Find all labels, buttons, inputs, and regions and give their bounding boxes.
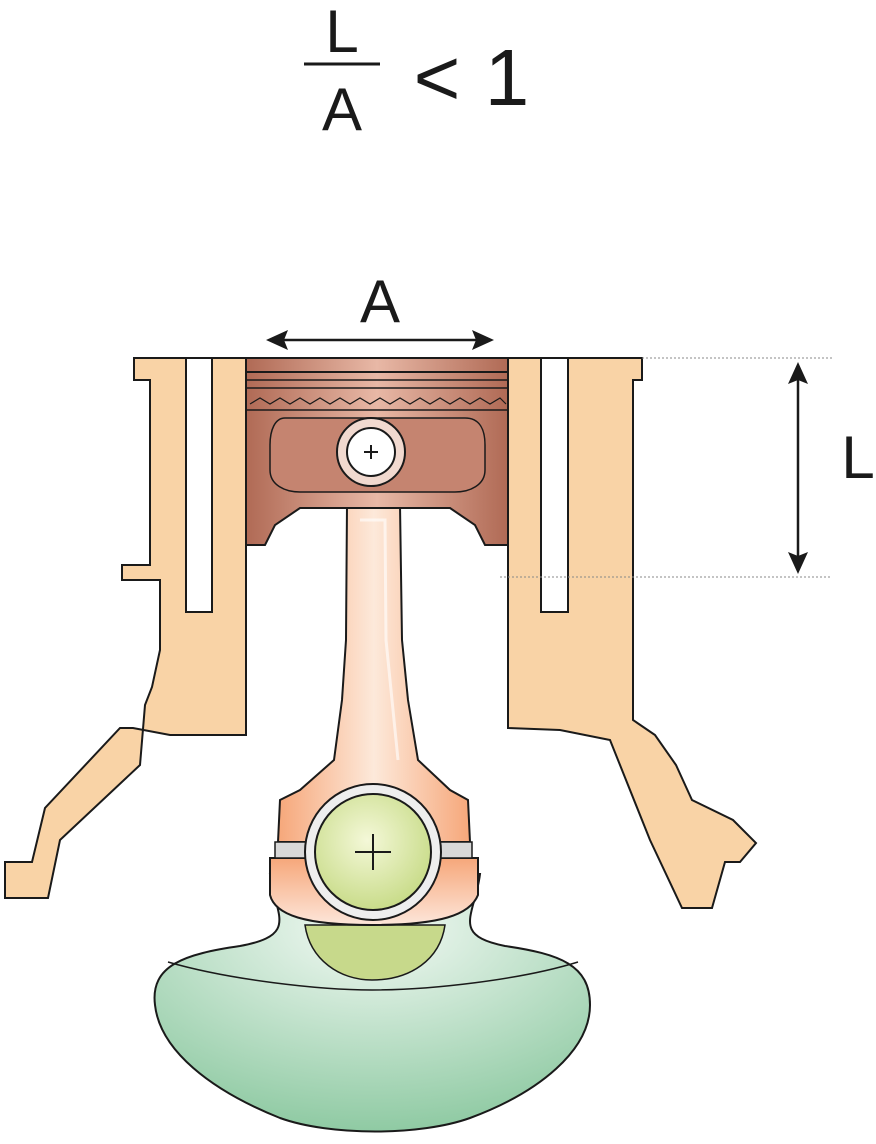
bore-dimension: A (266, 268, 494, 350)
water-jacket-right (540, 357, 569, 613)
formula-operator: < (414, 33, 461, 122)
formula-numerator: L (325, 0, 358, 65)
formula-value: 1 (485, 33, 530, 122)
formula-denominator: A (322, 76, 362, 143)
stroke-dimension: L (500, 357, 875, 578)
ratio-formula: L A < 1 (304, 0, 529, 143)
water-jacket-left (185, 357, 213, 613)
connecting-rod (269, 504, 479, 927)
counterweight (153, 873, 592, 1133)
piston (245, 357, 509, 546)
bore-label: A (360, 268, 400, 335)
arrow-up-icon (788, 362, 808, 384)
arrow-right-icon (472, 330, 494, 350)
oil-ring (249, 397, 507, 405)
cylinder-block-left (4, 357, 247, 899)
arrow-left-icon (266, 330, 288, 350)
stroke-label: L (841, 424, 874, 491)
cylinder-block-right (507, 357, 758, 909)
arrow-down-icon (788, 552, 808, 574)
